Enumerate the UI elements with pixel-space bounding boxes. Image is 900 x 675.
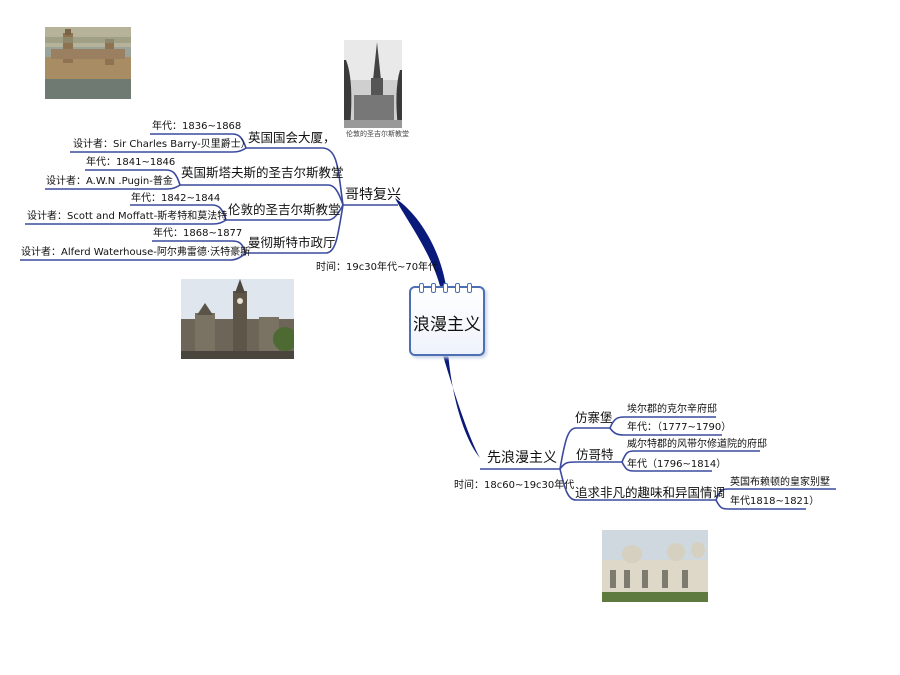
node-st-giles-cheadle[interactable]: 英国斯塔夫斯的圣吉尔斯教堂 bbox=[181, 165, 344, 180]
church-caption: 伦敦的圣吉尔斯教堂 bbox=[346, 130, 409, 138]
binder-ring bbox=[467, 283, 472, 293]
node-st-giles-london[interactable]: 伦敦的圣吉尔斯教堂 bbox=[228, 202, 341, 217]
node-imitation-castle[interactable]: 仿寨堡 bbox=[575, 410, 613, 425]
brighton-year: 年代1818~1821） bbox=[730, 496, 820, 507]
node-exotic-taste[interactable]: 追求非凡的趣味和异国情调 bbox=[575, 485, 726, 500]
parliament-year: 年代：1836~1868 bbox=[152, 121, 242, 132]
cheadle-year: 年代：1841~1846 bbox=[86, 157, 176, 168]
castle-year: 年代：（1777~1790） bbox=[627, 422, 732, 433]
center-title: 浪漫主义 bbox=[413, 315, 481, 335]
binder-ring bbox=[443, 283, 448, 293]
cheadle-designer: 设计者：A.W.N .Pugin-普金 bbox=[46, 176, 173, 187]
london-year: 年代：1842~1844 bbox=[131, 193, 221, 204]
binder-ring bbox=[431, 283, 436, 293]
node-early-romanticism[interactable]: 先浪漫主义 bbox=[487, 450, 557, 466]
manchester-town-hall-photo bbox=[181, 279, 294, 359]
branch-early-romanticism bbox=[442, 352, 480, 458]
center-node[interactable]: 浪漫主义 bbox=[409, 283, 485, 356]
manchester-year: 年代：1868~1877 bbox=[153, 228, 243, 239]
manchester-designer: 设计者：Alferd Waterhouse-阿尔弗雷德·沃特豪斯 bbox=[21, 247, 251, 258]
node-gothic-revival[interactable]: 哥特复兴 bbox=[345, 187, 401, 203]
node-imitation-gothic[interactable]: 仿哥特 bbox=[576, 447, 614, 462]
fonthill-year: 年代（1796~1814） bbox=[627, 459, 727, 470]
binder-ring bbox=[455, 283, 460, 293]
node-manchester-town-hall[interactable]: 曼彻斯特市政厅 bbox=[248, 235, 336, 250]
fonthill-place: 威尔特郡的风带尔修道院的府邸 bbox=[627, 439, 767, 450]
royal-pavilion-photo bbox=[602, 530, 708, 602]
node-houses-of-parliament[interactable]: 英国国会大厦， bbox=[248, 130, 336, 145]
early-time: 时间：18c60~19c30年代 bbox=[454, 480, 575, 491]
branch-gothic-revival bbox=[395, 198, 446, 286]
parliament-designer: 设计者：Sir Charles Barry-贝里爵士） bbox=[73, 139, 251, 150]
london-designer: 设计者：Scott and Moffatt-斯考特和莫法特 bbox=[27, 211, 228, 222]
castle-place: 埃尔郡的克尔辛府邸 bbox=[627, 404, 717, 415]
brighton-place: 英国布赖顿的皇家别墅 bbox=[730, 477, 830, 488]
gothic-time: 时间：19c30年代~70年代 bbox=[316, 262, 439, 273]
church-photo bbox=[344, 40, 402, 128]
parliament-photo bbox=[45, 27, 131, 99]
binder-ring bbox=[419, 283, 424, 293]
